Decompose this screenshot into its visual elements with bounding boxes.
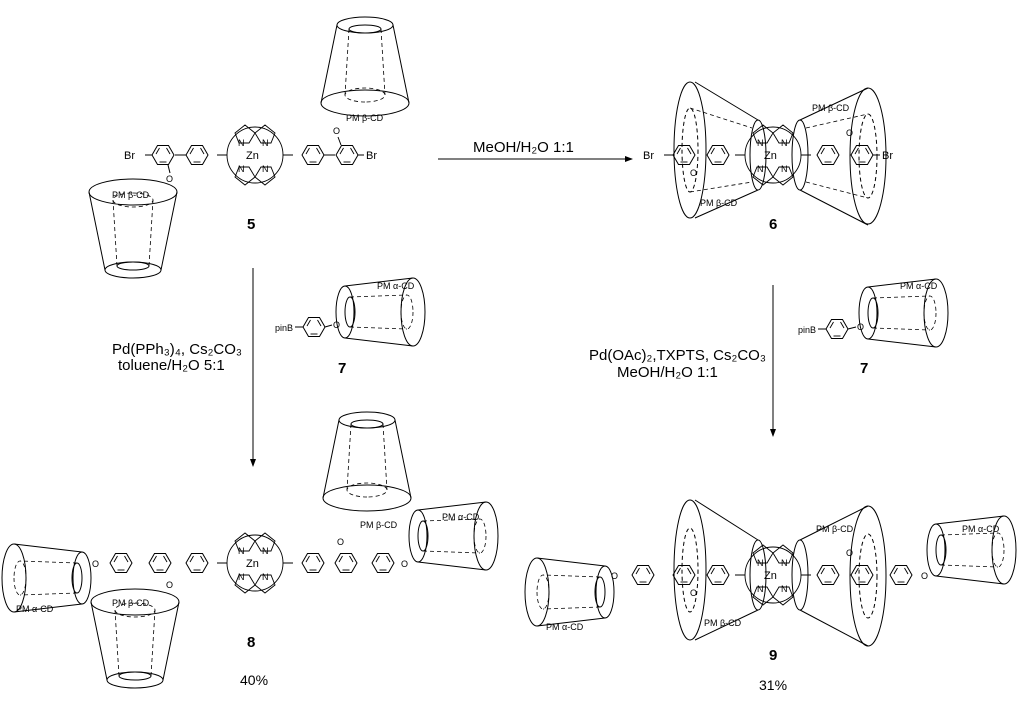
svg-text:N: N bbox=[238, 572, 245, 582]
compound-number: 8 bbox=[247, 634, 255, 651]
condition-left-2: toluene/H₂O 5:1 bbox=[118, 357, 225, 374]
svg-text:6: 6 bbox=[769, 216, 777, 233]
svg-text:N: N bbox=[238, 546, 245, 556]
svg-text:N: N bbox=[757, 164, 764, 174]
svg-text:PM α-CD: PM α-CD bbox=[962, 524, 1000, 534]
svg-text:N: N bbox=[238, 164, 245, 174]
cd-label: PM β-CD bbox=[112, 190, 150, 200]
svg-text:O: O bbox=[921, 571, 928, 581]
compound-number: 7 bbox=[338, 360, 346, 377]
svg-text:O: O bbox=[690, 588, 697, 598]
svg-text:PM α-CD: PM α-CD bbox=[442, 512, 480, 522]
svg-text:O: O bbox=[690, 168, 697, 178]
compound-number: 5 bbox=[247, 216, 255, 233]
svg-text:N: N bbox=[262, 164, 269, 174]
svg-text:N: N bbox=[238, 138, 245, 148]
svg-text:N: N bbox=[781, 164, 788, 174]
svg-text:Br: Br bbox=[882, 150, 893, 162]
svg-text:pinB: pinB bbox=[275, 323, 293, 333]
svg-text:N: N bbox=[757, 584, 764, 594]
svg-text:O: O bbox=[611, 571, 618, 581]
svg-text:PM α-CD: PM α-CD bbox=[16, 604, 54, 614]
svg-text:O: O bbox=[337, 537, 344, 547]
br-left: Br bbox=[124, 150, 135, 162]
svg-text:PM α-CD: PM α-CD bbox=[546, 622, 584, 632]
cd-label: PM β-CD bbox=[346, 113, 384, 123]
condition-top: MeOH/H₂O 1:1 bbox=[473, 139, 574, 156]
yield-label: 40% bbox=[240, 672, 268, 688]
svg-text:PM β-CD: PM β-CD bbox=[816, 524, 854, 534]
svg-text:Zn: Zn bbox=[764, 570, 777, 582]
compound-8: Zn N N N N O O O O PM α-CD PM β-CD PM β-… bbox=[1, 411, 499, 689]
svg-text:O: O bbox=[846, 128, 853, 138]
condition-right-2: MeOH/H₂O 1:1 bbox=[617, 364, 718, 381]
svg-text:N: N bbox=[781, 138, 788, 148]
svg-text:PM β-CD: PM β-CD bbox=[812, 103, 850, 113]
compound-6: Zn N N N N Br Br O O PM β-CD PM β-CD 6 bbox=[643, 81, 893, 233]
compound-9: Zn N N N N O O O O PM β-CD PM β-CD PM α-… bbox=[524, 499, 1017, 693]
yield-label: 31% bbox=[759, 677, 787, 693]
svg-text:pinB: pinB bbox=[798, 325, 816, 335]
svg-text:O: O bbox=[401, 559, 408, 569]
svg-text:Zn: Zn bbox=[246, 558, 259, 570]
svg-text:N: N bbox=[262, 138, 269, 148]
svg-text:N: N bbox=[781, 584, 788, 594]
svg-text:PM β-CD: PM β-CD bbox=[360, 520, 398, 530]
svg-text:O: O bbox=[166, 174, 173, 184]
reagent-7-left: pinB O PM α-CD 7 bbox=[275, 277, 426, 377]
svg-text:O: O bbox=[846, 548, 853, 558]
svg-text:PM β-CD: PM β-CD bbox=[112, 598, 150, 608]
svg-text:Br: Br bbox=[643, 150, 654, 162]
condition-right-1: Pd(OAc)₂,TXPTS, Cs₂CO₃ bbox=[589, 347, 766, 364]
condition-left-1: Pd(PPh₃)₄, Cs₂CO₃ bbox=[112, 341, 242, 358]
svg-text:N: N bbox=[781, 558, 788, 568]
compound-5: Zn N N N N Br Br O O PM β-CD PM β-CD 5 bbox=[88, 16, 410, 279]
svg-text:N: N bbox=[262, 546, 269, 556]
reagent-7-right: pinB O PM α-CD 7 bbox=[798, 278, 949, 377]
zn-label: Zn bbox=[246, 150, 259, 162]
svg-text:O: O bbox=[333, 126, 340, 136]
compound-number: 7 bbox=[860, 360, 868, 377]
svg-text:Zn: Zn bbox=[764, 150, 777, 162]
svg-text:PM α-CD: PM α-CD bbox=[377, 281, 415, 291]
svg-text:O: O bbox=[166, 580, 173, 590]
svg-text:N: N bbox=[757, 558, 764, 568]
svg-text:O: O bbox=[333, 320, 340, 330]
svg-text:PM β-CD: PM β-CD bbox=[704, 618, 742, 628]
svg-text:PM β-CD: PM β-CD bbox=[700, 198, 738, 208]
svg-text:PM α-CD: PM α-CD bbox=[900, 281, 938, 291]
svg-text:N: N bbox=[262, 572, 269, 582]
svg-text:N: N bbox=[757, 138, 764, 148]
compound-number: 9 bbox=[769, 647, 777, 664]
svg-text:O: O bbox=[92, 559, 99, 569]
br-right: Br bbox=[366, 150, 377, 162]
